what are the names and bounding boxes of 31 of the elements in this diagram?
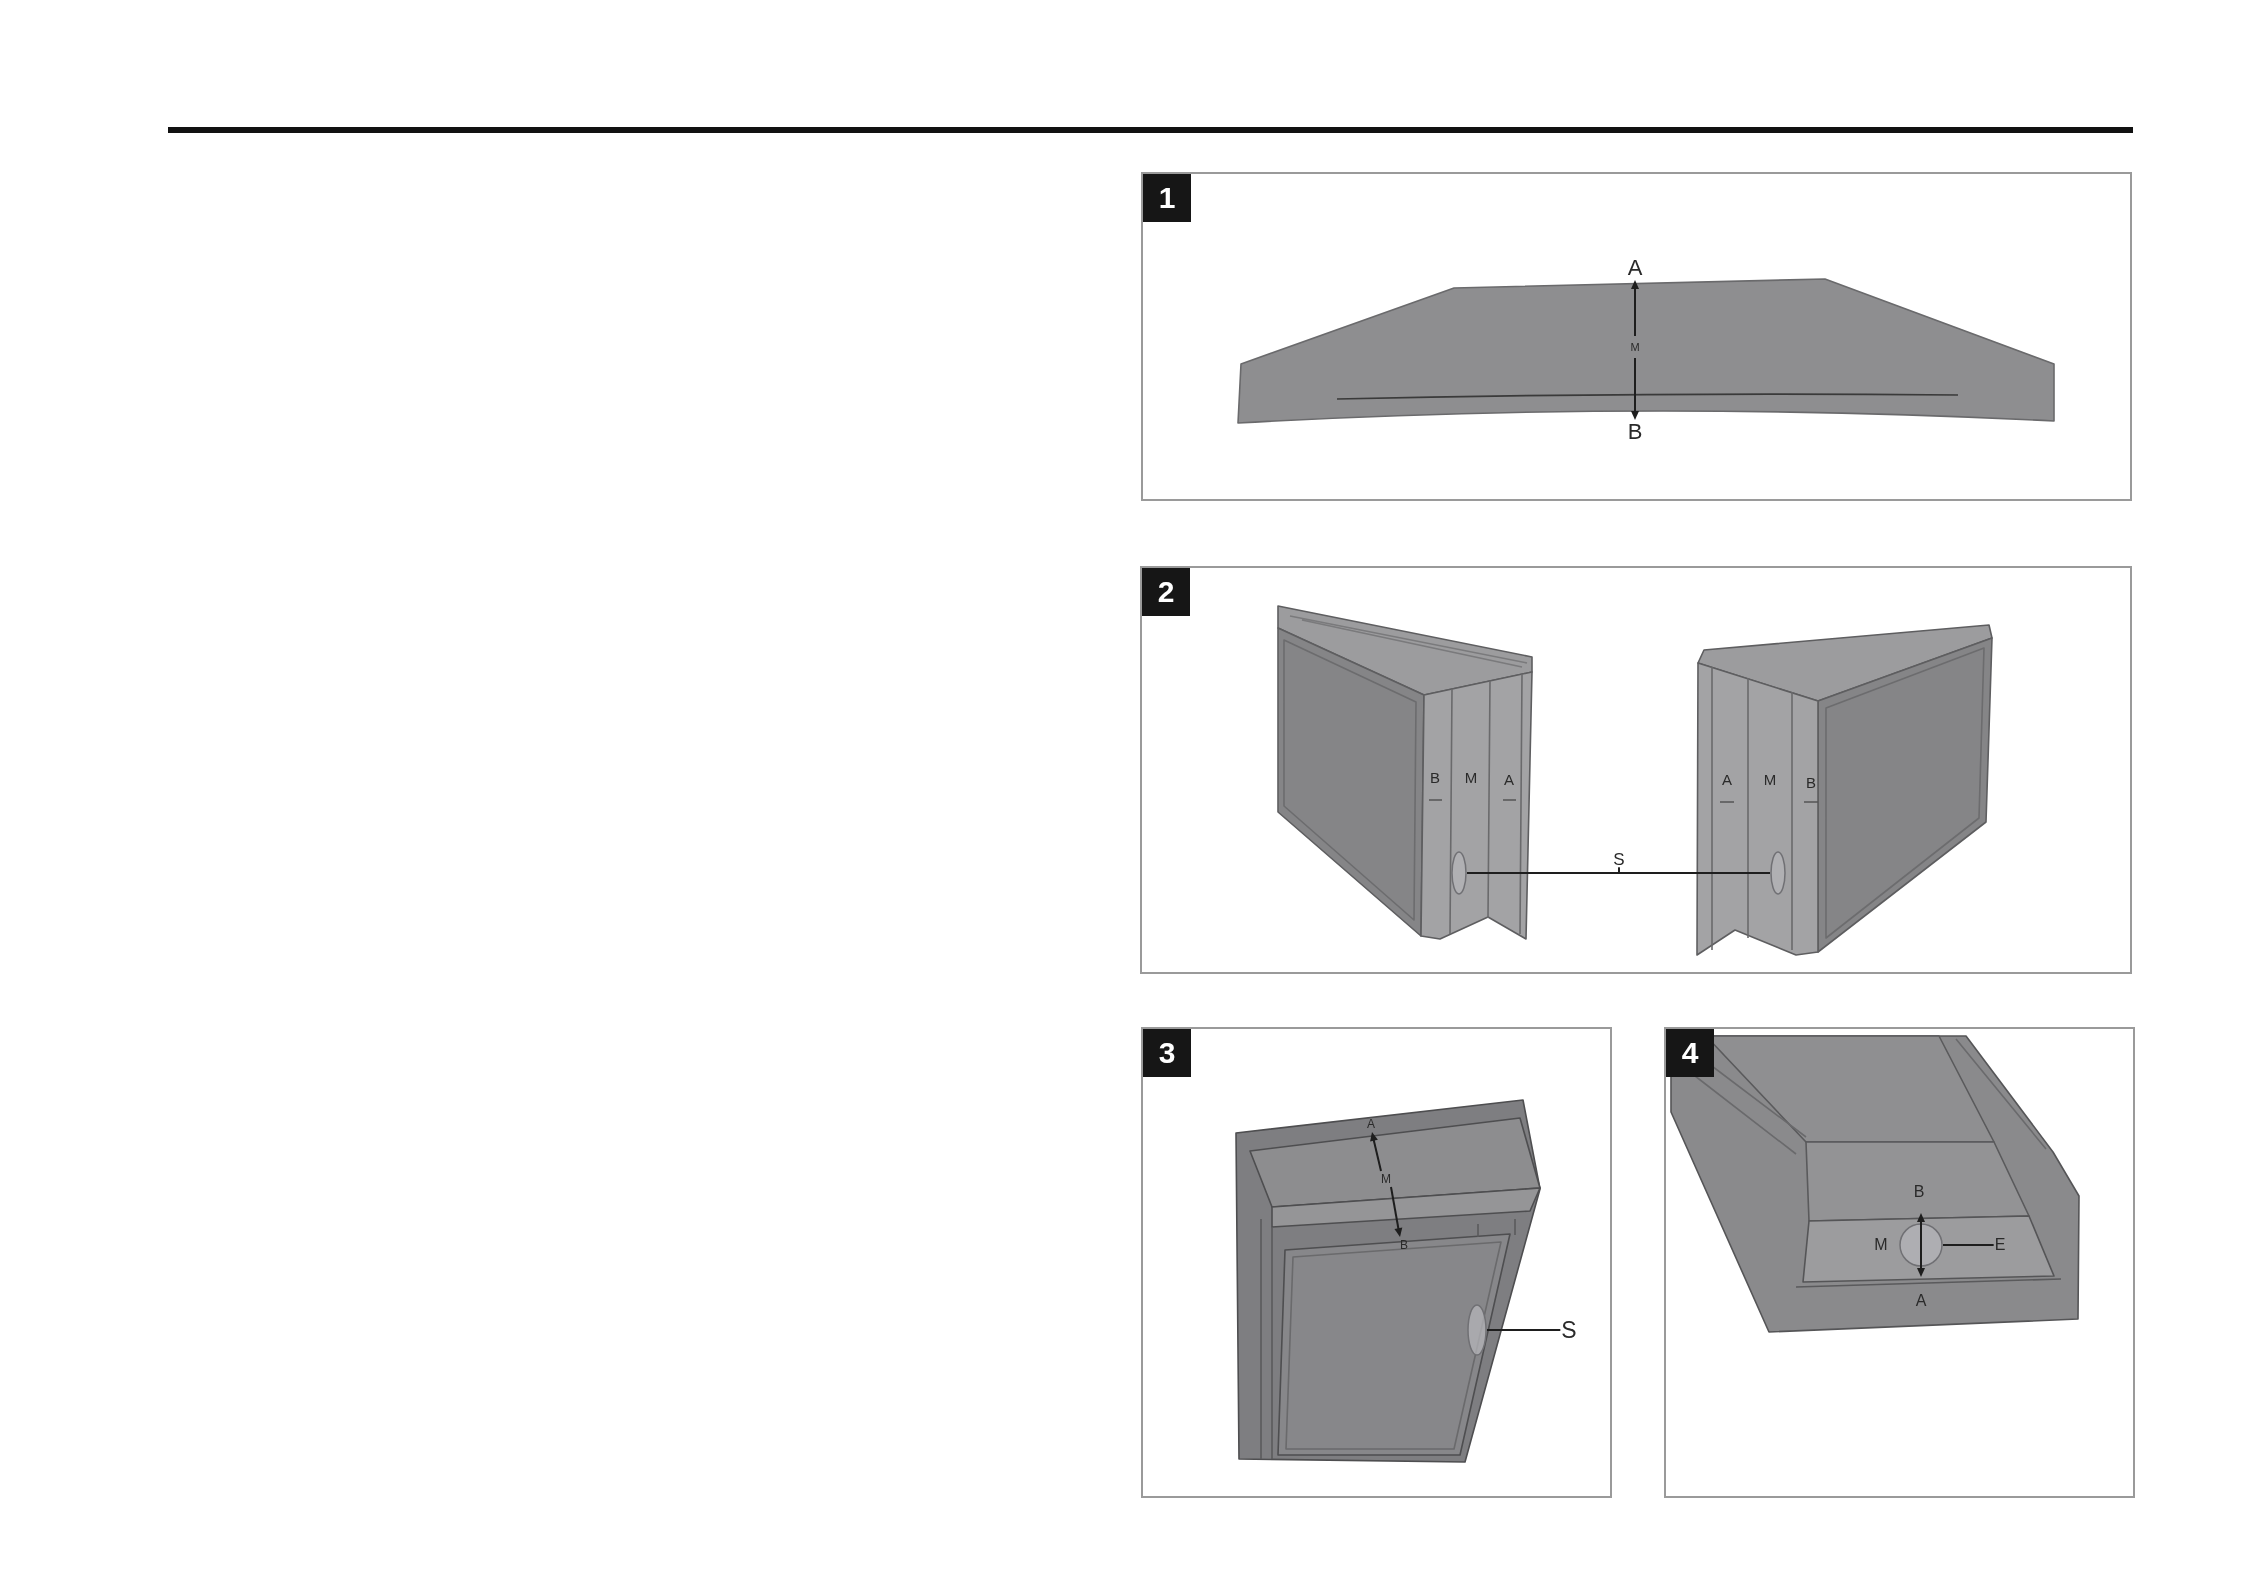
callout-letter: M [1630,341,1640,353]
callout-letter: B [1400,1239,1408,1251]
callout-letter: E [1994,1237,2006,1253]
callout-letter: B [1627,421,1643,443]
step-number: 4 [1666,1029,1714,1077]
figure-panel [1664,1027,2135,1498]
callout-letter: A [1722,771,1732,787]
callout-letter: B [1430,769,1440,785]
leader-line [1942,1244,1995,1246]
callout-letter: B [1806,774,1816,790]
circle-outline [1899,1223,1943,1267]
callout-letter: A [1504,771,1514,787]
callout-letter: M [1381,1173,1391,1185]
figure-panel [1141,172,2132,501]
figure-panel [1140,566,2132,974]
oval-outline [1467,1304,1487,1356]
callout-letter: S [1613,850,1625,868]
callout-letter: S [1561,1318,1577,1342]
leader-line [1618,866,1771,874]
step-number: 3 [1143,1029,1191,1077]
callout-letter: M [1874,1237,1888,1253]
leader-line [1486,1329,1562,1331]
step-number: 1 [1143,174,1191,222]
callout-letter: A [1915,1293,1927,1309]
callout-letter: A [1627,257,1643,279]
callout-letter: A [1367,1118,1375,1130]
callout-letter: M [1763,771,1777,787]
step-number: 2 [1142,568,1190,616]
callout-letter: M [1464,769,1478,785]
figure-panel [1141,1027,1612,1498]
callout-letter: B [1913,1184,1925,1200]
